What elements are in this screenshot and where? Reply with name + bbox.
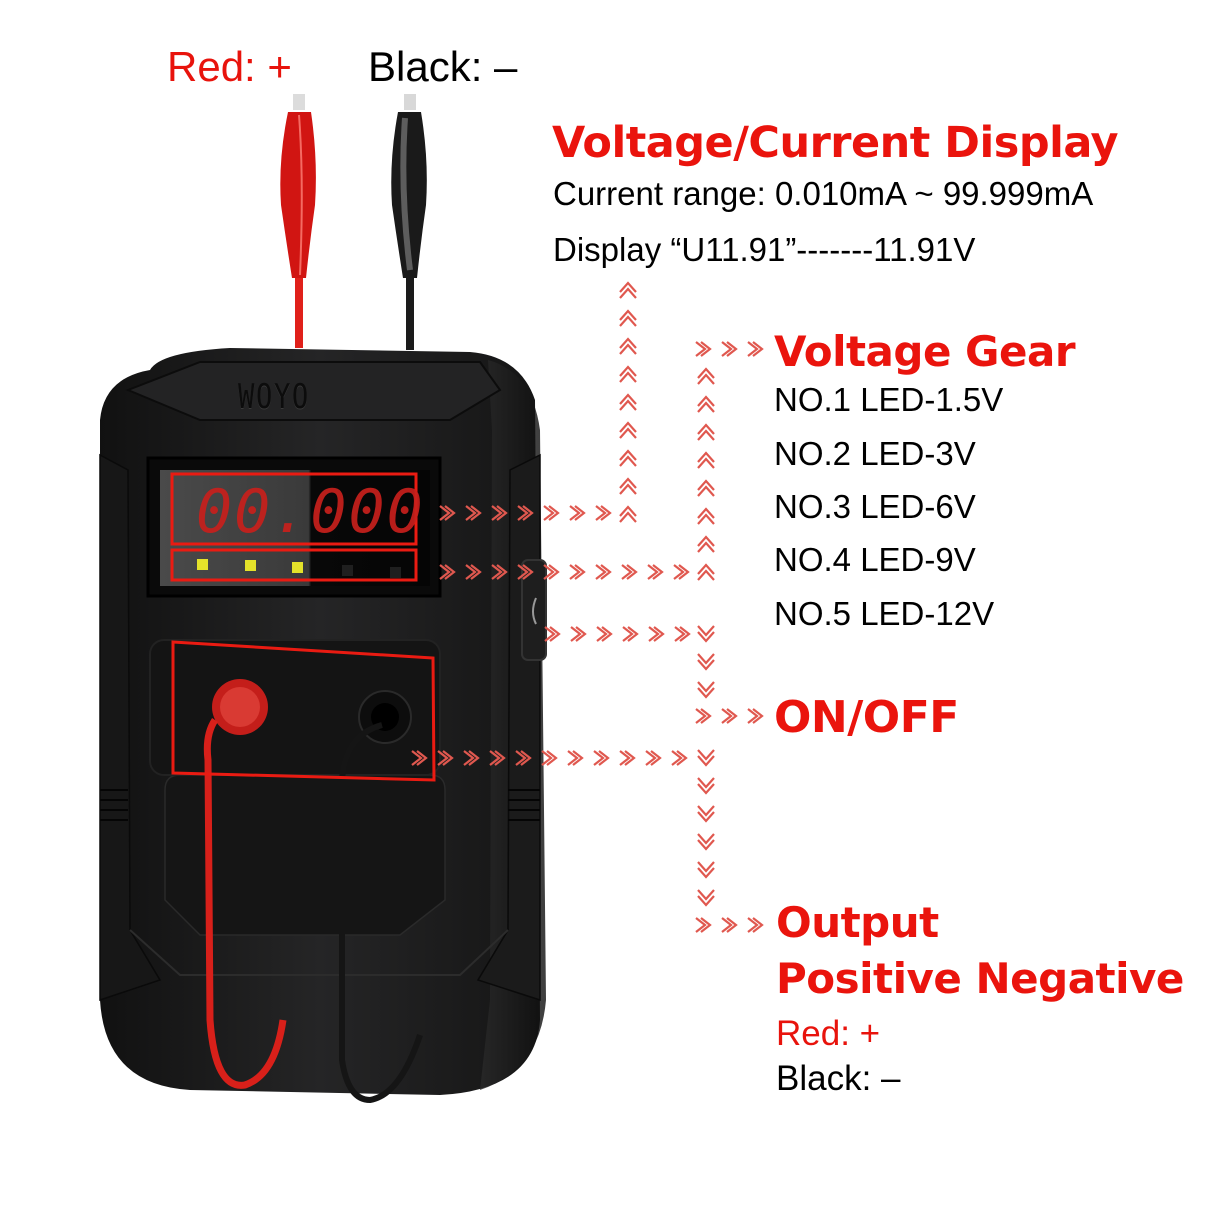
voltage-gear-item-1: NO.1 LED-1.5V bbox=[774, 381, 1004, 418]
red-lead-wire bbox=[203, 718, 287, 1089]
display-callout-line-1: Current range: 0.010mA ~ 99.999mA bbox=[553, 175, 1094, 212]
voltage-gear-title: Voltage Gear bbox=[774, 327, 1076, 376]
output-socket-panel bbox=[149, 639, 441, 776]
red-alligator-clip bbox=[280, 94, 316, 348]
gear-led-1 bbox=[197, 559, 208, 570]
output-red-label: Red: + bbox=[776, 1014, 881, 1053]
gear-led-4 bbox=[342, 565, 353, 576]
voltage-gear-item-4: NO.4 LED-9V bbox=[774, 541, 976, 578]
voltage-gear-item-5: NO.5 LED-12V bbox=[774, 595, 995, 632]
gear-led-3 bbox=[292, 562, 303, 573]
voltage-gear-item-2: NO.2 LED-3V bbox=[774, 435, 976, 472]
display-callout-line-2: Display “U11.91”-------11.91V bbox=[553, 231, 976, 268]
gear-led-2 bbox=[245, 560, 256, 571]
on-off-title: ON/OFF bbox=[774, 692, 959, 743]
black-alligator-clip bbox=[391, 94, 427, 350]
top-red-lead-label: Red: + bbox=[167, 43, 292, 90]
output-title-line-2: Positive Negative bbox=[776, 954, 1184, 1003]
output-black-label: Black: – bbox=[776, 1059, 901, 1098]
display-reading: 00.000 bbox=[196, 477, 425, 547]
power-button-shape bbox=[521, 559, 547, 661]
display-callout-title: Voltage/Current Display bbox=[552, 118, 1119, 168]
voltage-gear-item-3: NO.3 LED-6V bbox=[774, 488, 976, 525]
top-black-lead-label: Black: – bbox=[368, 43, 518, 90]
highlight-boxes bbox=[170, 472, 436, 782]
black-lead-wire bbox=[339, 722, 423, 1104]
brand-logo: WOYO bbox=[238, 377, 310, 417]
output-title-line-1: Output bbox=[776, 898, 939, 947]
gear-led-5 bbox=[390, 567, 401, 578]
